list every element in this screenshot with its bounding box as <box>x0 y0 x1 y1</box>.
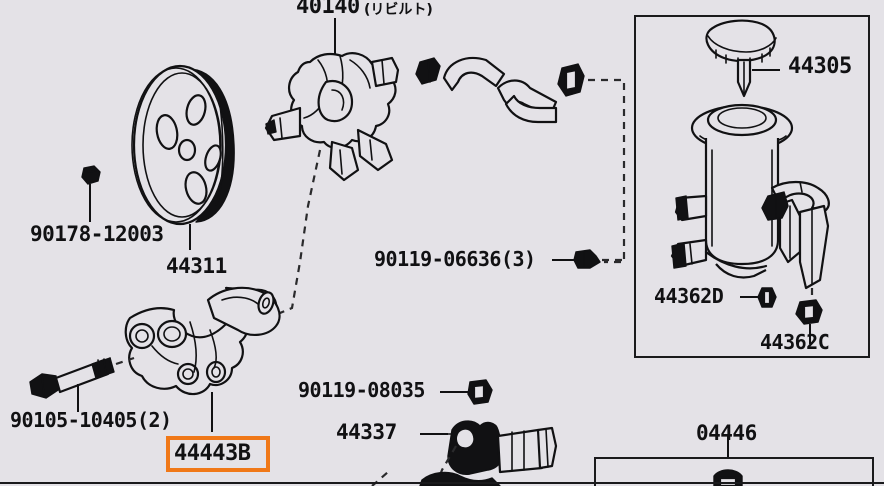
label-bolt-90119-08035[interactable]: 90119-08035 <box>298 378 425 402</box>
nut-icon <box>81 165 101 222</box>
hose-icon <box>415 56 585 124</box>
pump-body-icon <box>264 18 400 182</box>
union-bolt-icon <box>552 249 628 269</box>
label-reservoir-cap-44305[interactable]: 44305 <box>788 54 852 79</box>
bolt-small-icon <box>440 379 493 405</box>
leader-pump-bracket <box>267 149 322 320</box>
label-nut-90178-12003[interactable]: 90178-12003 <box>30 222 164 246</box>
highlight-box-44443B[interactable] <box>166 436 270 472</box>
leader-hose-reservoir <box>588 78 626 264</box>
label-pump-number[interactable]: 40140 <box>296 0 360 19</box>
gasket-kit-panel <box>594 457 874 486</box>
label-connector-44337[interactable]: 44337 <box>336 420 397 444</box>
label-clamp-44362D[interactable]: 44362D <box>654 284 724 308</box>
label-pulley-44311[interactable]: 44311 <box>166 254 227 278</box>
label-bolt-90105-10405[interactable]: 90105-10405(2) <box>10 408 172 432</box>
label-clamp-44362C[interactable]: 44362C <box>760 330 830 354</box>
reservoir-panel <box>634 15 870 358</box>
label-union-bolt-90119-06636[interactable]: 90119-06636(3) <box>374 247 536 271</box>
label-bracket-44443B[interactable]: 44443B <box>174 441 251 466</box>
label-gasket-kit-04446[interactable]: 04446 <box>696 421 757 445</box>
label-pump-note: (リビルト) <box>364 2 433 18</box>
bolt-icon <box>29 356 135 412</box>
connector-icon <box>420 420 558 486</box>
bottom-divider <box>0 482 884 484</box>
